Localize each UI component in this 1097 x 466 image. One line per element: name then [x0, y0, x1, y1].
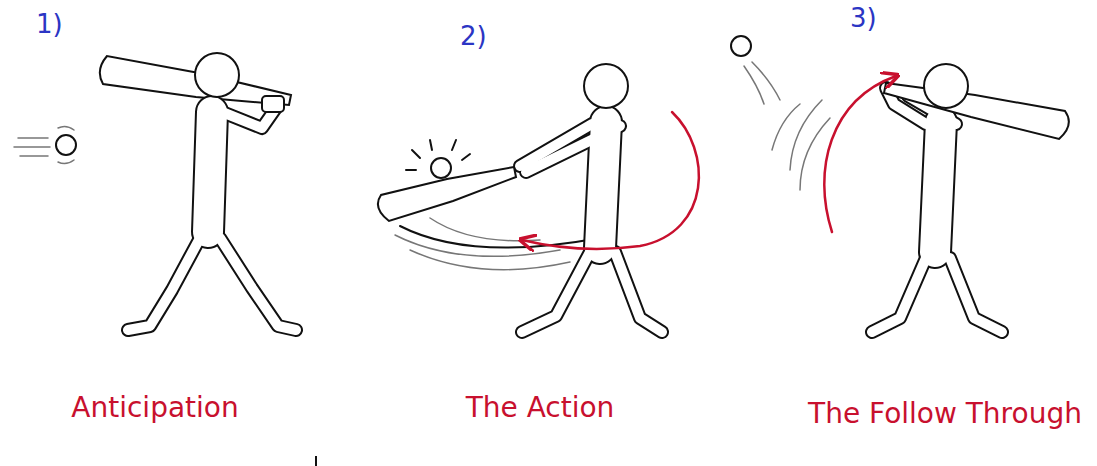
step-caption: The Follow Through — [808, 398, 1082, 430]
step-caption: Anticipation — [71, 392, 238, 424]
step-number: 1) — [36, 10, 63, 40]
batter-figure — [14, 53, 296, 330]
batter-figure — [731, 36, 1069, 332]
motion-arrow — [824, 76, 896, 232]
step-caption: The Action — [466, 392, 615, 424]
ball — [431, 158, 451, 178]
bat — [884, 83, 1069, 139]
batter-figure — [378, 64, 699, 332]
ball — [731, 36, 751, 56]
tick-mark — [315, 456, 317, 466]
ball — [56, 135, 76, 155]
step-number: 2) — [460, 22, 487, 52]
step-number: 3) — [850, 4, 877, 34]
motion-arrow — [522, 112, 699, 249]
